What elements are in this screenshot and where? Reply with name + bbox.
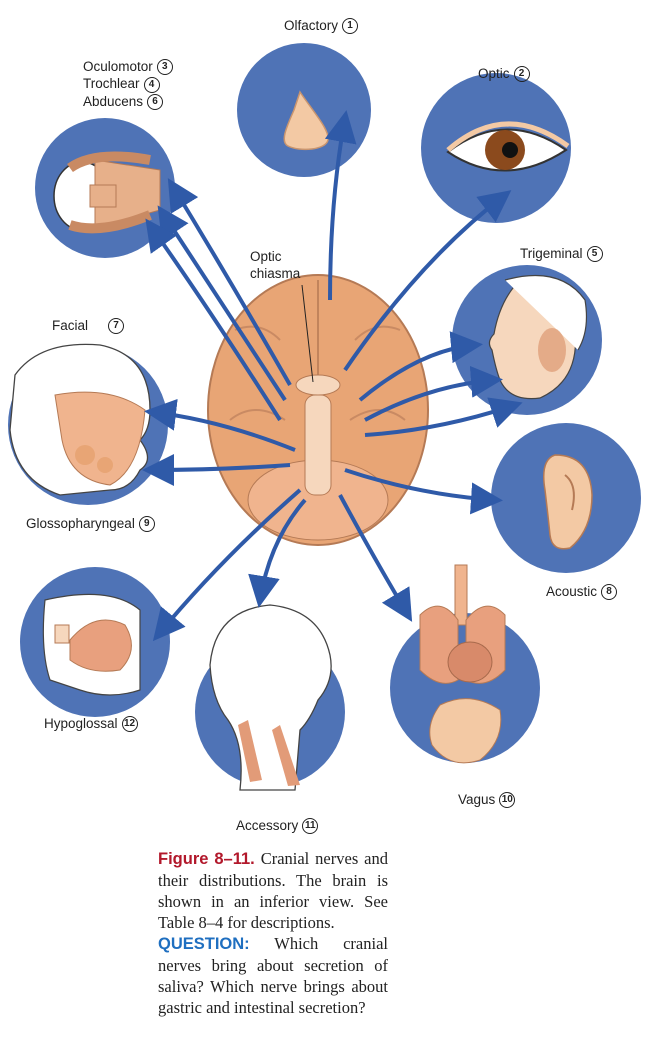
facial-head-image [9,343,151,496]
figure-number: 8–11. [214,850,255,868]
label-optic-chiasma-line1: Optic [250,249,282,264]
label-hypoglossal-number: 12 [121,716,138,733]
trigeminal-nerve-arrow-1 [358,331,483,402]
optic-nerve-arrow [343,190,512,372]
question-label: QUESTION: [158,935,250,953]
trigeminal-nerve-arrow-3 [364,397,523,437]
brain-inferior-view [207,274,429,546]
label-olfactory-name: Olfactory [284,18,339,33]
label-accessory-name: Accessory [236,818,299,833]
label-glossopharyngeal-name: Glossopharyngeal [26,516,135,531]
label-trochlear-number: 4 [143,76,160,93]
olfactory-nerve-arrow [324,110,357,301]
thoracic-abdominal-organs-image [419,564,506,764]
label-trigeminal-number: 5 [586,246,603,263]
tongue-image [42,593,141,696]
label-oculomotor-number: 3 [156,59,173,76]
label-olfactory-number: 1 [342,18,359,35]
label-accessory-number: 11 [302,818,319,835]
label-facial-number: 7 [108,318,125,335]
glossopharyngeal-nerve-arrow [142,453,291,486]
eye-muscles-image [53,151,161,234]
label-facial: Facial 7 [52,318,125,335]
label-oculomotor-name: Oculomotor [83,59,153,74]
facial-nerve-arrow [144,398,296,452]
label-optic-chiasma: Optic chiasma [250,248,300,282]
accessory-nerve-arrow [248,498,307,608]
figure-label: Figure [158,850,209,868]
label-vagus-name: Vagus [458,792,496,807]
hypoglossal-nerve-arrow [152,488,302,642]
figure-text: Cranial nerves and their distributions. … [158,849,389,932]
label-hypoglossal-name: Hypoglossal [44,716,118,731]
label-trigeminal-name: Trigeminal [520,246,583,261]
label-optic-name: Optic [478,66,510,81]
label-glossopharyngeal-number: 9 [138,516,155,533]
nose-image [283,90,329,151]
eye-image [446,121,570,172]
optic-chiasma-pointer [301,284,314,383]
label-optic-number: 2 [513,66,530,83]
trigeminal-nerve-arrow-2 [364,365,503,422]
label-optic-chiasma-line2: chiasma [250,266,301,281]
vagus-nerve-arrow [338,494,413,622]
label-facial-name: Facial [52,318,89,333]
acoustic-nerve-arrow [344,468,503,515]
ear-image [543,454,593,550]
trigeminal-face-image [488,274,588,400]
abducens-nerve-arrow [145,218,282,422]
question-text: Which cranial nerves bring about secreti… [158,934,388,1017]
label-abducens-name: Abducens [83,93,144,109]
label-vagus-number: 10 [499,792,516,809]
label-abducens-number: 6 [147,94,164,111]
label-acoustic-number: 8 [601,584,618,601]
label-trochlear-name: Trochlear [83,76,140,92]
label-acoustic-name: Acoustic [546,584,598,599]
cranial-nerve-diagram [8,43,641,791]
figure-caption: Figure 8–11. Cranial nerves and their di… [158,848,388,1018]
